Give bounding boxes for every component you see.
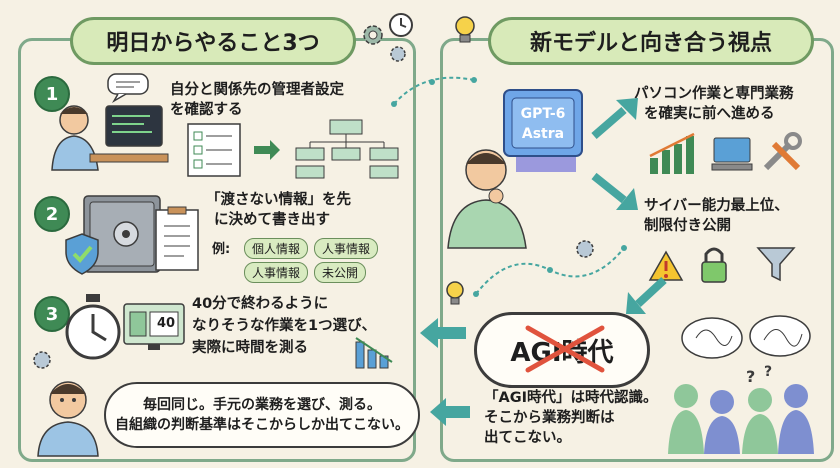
person-at-computer-illustration [51,105,169,171]
arrow-up-right-icon [591,98,638,140]
document-list-icon [155,206,199,271]
computer-icon [711,137,753,171]
connector-dots [391,76,477,107]
gear-icon [390,46,406,62]
bubble-line-2: 自組織の判断基準はそこからしか出てこない。 [115,417,409,433]
growth-chart-icon [649,132,695,174]
speech-bubble-icon [107,73,149,104]
step-3-line-1: 40分で終わるように [192,296,329,312]
arrow-left-icon [420,318,466,348]
step-1-line-1: 自分と関係先の管理者設定 [170,82,344,98]
gear-icon [576,240,594,258]
point-1-line-2: を確実に前へ進める [644,106,775,122]
shield-check-icon [65,233,99,275]
arrow-right-icon [254,140,280,160]
right-panel-title: 新モデルと向き合う視点 [488,17,814,65]
org-chart-icon [295,119,399,179]
example-tag: 個人情報 [244,238,309,259]
clock-icon [389,13,413,37]
example-tag: 人事情報 [314,238,379,259]
tools-icon [763,132,802,171]
agi-note-line-2: そこから業務判断は [484,410,615,426]
safe-icon [83,195,161,273]
thinking-person-illustration [447,149,527,249]
step-3-number: 3 [34,296,70,332]
arrow-down-left-icon [626,277,667,314]
step-2-line-1: 「渡さない情報」を先 [206,192,351,208]
bar-chart-icon [355,337,393,369]
step-3-line-2: なりそうな作業を1つ選び、 [192,318,377,334]
summary-speech-bubble: 毎回同じ。手元の業務を選び、測る。 自組織の判断基準はそこからしか出てこない。 [104,382,420,448]
step-3-line-3: 実際に時間を測る [192,340,308,356]
step-1-number: 1 [34,76,70,112]
monitor-value: 40 [156,316,176,331]
checklist-icon [187,123,241,177]
examples-label: 例: [212,242,231,257]
point-2-line-2: 制限付き公開 [644,218,731,234]
agi-note-line-3: 出てこない。 [484,430,571,446]
thinking-person-illustration [37,381,99,457]
monitor-icon [123,303,185,350]
warning-icon [648,250,684,281]
point-1-line-1: パソコン作業と専門業務 [634,86,794,102]
step-1-line-2: を確認する [170,102,243,118]
lightbulb-icon [455,16,475,43]
chip-icon [503,89,583,172]
arrow-down-right-icon [591,172,638,210]
gear-icon [33,351,51,369]
thinking-crowd-illustration: ? ? [668,315,814,454]
left-panel-title: 明日からやること3つ [70,17,356,65]
gear-icon [363,25,383,45]
agi-era-cloud: AGI時代 [474,312,650,388]
bubble-line-1: 毎回同じ。手元の業務を選び、測る。 [143,397,381,413]
chip-label-line-1: GPT-6 [520,106,566,122]
network-dots-icon [473,245,627,297]
point-2-line-1: サイバー能力最上位、 [644,198,789,214]
step-2-line-2: に決めて書き出す [214,212,330,228]
svg-text:?: ? [764,364,772,380]
step-2-number: 2 [34,196,70,232]
lock-icon [701,247,727,283]
chip-label-line-2: Astra [521,126,565,142]
example-tag: 人事情報 [244,262,309,283]
lightbulb-icon [446,281,464,305]
agi-note-line-1: 「AGI時代」は時代認識。 [484,390,658,406]
svg-text:?: ? [746,367,755,386]
example-tag: 未公開 [314,262,367,283]
stopwatch-icon [65,294,121,360]
funnel-icon [756,247,796,282]
arrow-left-icon [430,398,470,426]
